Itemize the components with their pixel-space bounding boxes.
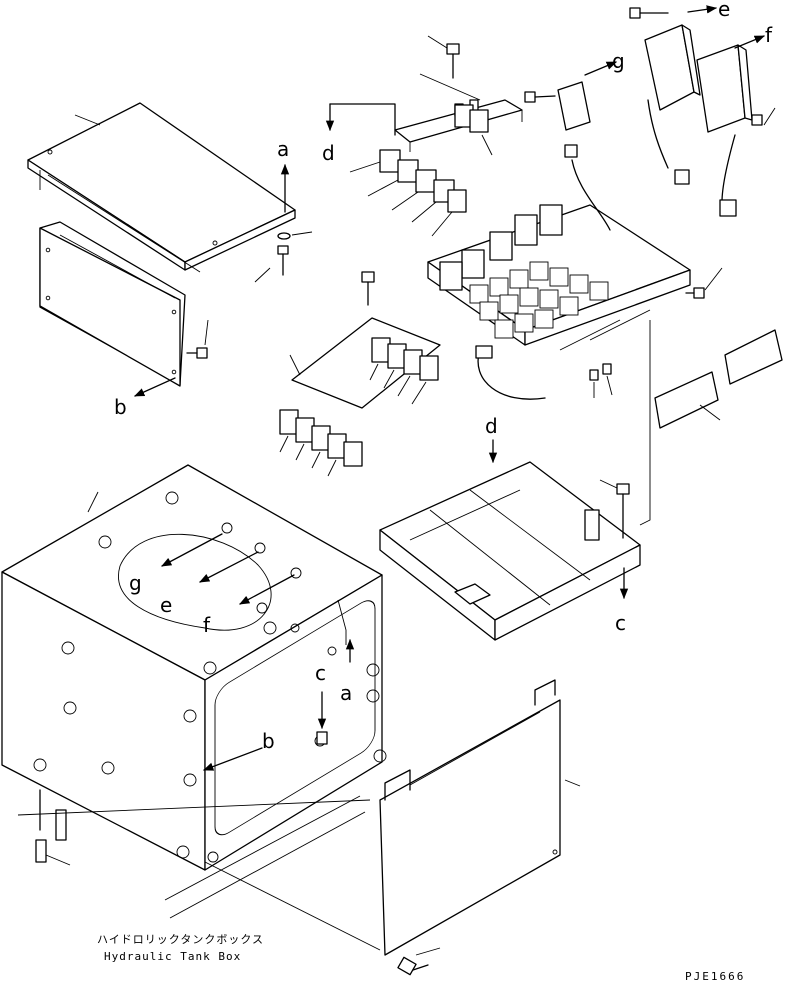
marker-b-tank-label: b bbox=[262, 729, 275, 753]
base-tray bbox=[379, 461, 641, 641]
marker-b-label: b bbox=[114, 395, 127, 419]
relay-small-pair bbox=[454, 104, 493, 156]
controller-f: f bbox=[696, 23, 776, 217]
door-leader bbox=[204, 861, 381, 951]
marker-f-tank: f bbox=[203, 574, 295, 637]
relay-box-covers bbox=[654, 329, 783, 429]
tank-leg bbox=[17, 789, 371, 866]
marker-b-left: b bbox=[114, 377, 176, 419]
caption-english: Hydraulic Tank Box bbox=[104, 950, 241, 963]
caption-japanese: ハイドロリックタンクボックス bbox=[97, 933, 264, 946]
side-panel bbox=[39, 221, 186, 387]
marker-g-tank: g bbox=[129, 533, 223, 595]
marker-c-tank-label: c bbox=[315, 661, 326, 685]
panel-bolt bbox=[186, 319, 209, 359]
relay-row-middle bbox=[279, 409, 363, 477]
marker-f-tank-label: f bbox=[203, 613, 211, 637]
marker-e-tank-label: e bbox=[160, 593, 172, 617]
marker-g-tank-label: g bbox=[129, 571, 142, 595]
marker-d-label: d bbox=[322, 141, 335, 165]
cover-bolt bbox=[254, 231, 313, 283]
relay-box bbox=[427, 204, 691, 400]
marker-a-top: a bbox=[277, 137, 289, 213]
relay-box-bolt bbox=[685, 267, 723, 299]
marker-d-lower: d bbox=[485, 414, 498, 464]
marker-a-label: a bbox=[277, 137, 289, 161]
cable-line bbox=[639, 320, 651, 526]
front-door-panel bbox=[379, 679, 581, 956]
controller-e: e bbox=[629, 0, 730, 185]
marker-f-label: f bbox=[765, 23, 773, 47]
marker-g-label: g bbox=[612, 49, 625, 73]
marker-b-tank: b bbox=[203, 729, 275, 771]
marker-a-tank: a bbox=[337, 599, 355, 705]
marker-c-tank: c bbox=[315, 661, 328, 745]
hydraulic-tank-box bbox=[1, 464, 387, 919]
marker-a-tank-label: a bbox=[340, 681, 352, 705]
door-latch bbox=[397, 956, 429, 976]
controller-g: g bbox=[524, 49, 625, 231]
marker-e-tank: e bbox=[160, 551, 259, 617]
marker-c-lower-label: c bbox=[615, 611, 626, 635]
marker-d-top: d bbox=[322, 103, 396, 165]
relay-bracket-middle bbox=[289, 271, 441, 409]
marker-e-label: e bbox=[718, 0, 730, 21]
marker-c-lower: c bbox=[615, 567, 629, 635]
marker-d-lower-label: d bbox=[485, 414, 498, 438]
bracket-bolt-top bbox=[427, 35, 460, 79]
top-cover-plate bbox=[27, 102, 296, 273]
small-fuses bbox=[589, 363, 613, 398]
relay-row-top bbox=[349, 149, 467, 237]
tray-bolt bbox=[599, 479, 630, 539]
drawing-code: PJE1666 bbox=[685, 970, 745, 983]
